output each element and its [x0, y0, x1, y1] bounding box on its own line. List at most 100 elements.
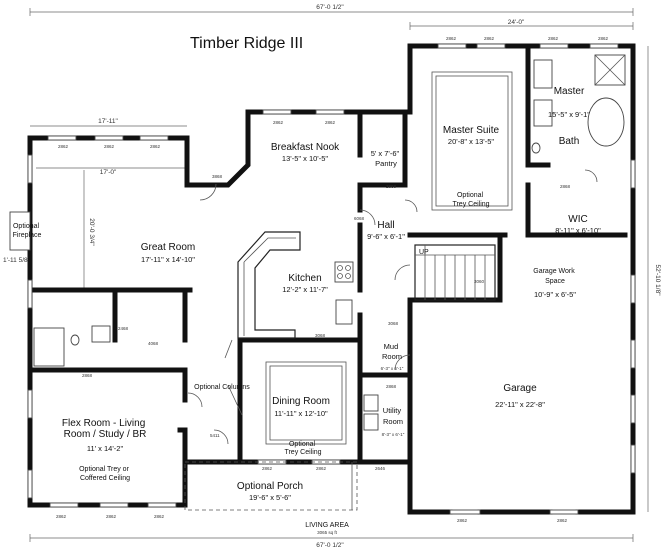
window-code-labels: 2862 2862 2862 2862 2862 2862 2862 2862 …	[56, 36, 609, 523]
flex-line-1: Flex Room - Living	[62, 418, 145, 429]
flex-note-line-2: Coffered Ceiling	[80, 475, 130, 482]
plan-title: Timber Ridge III	[190, 35, 303, 52]
room-hall: Hall	[377, 220, 394, 231]
mud-room-line-1: Mud	[384, 342, 399, 351]
room-porch: Optional Porch	[237, 481, 303, 492]
utility-line-2: Room	[383, 417, 403, 426]
room-flex-size: 11' x 14'-2"	[87, 444, 124, 453]
room-great-room: Great Room	[141, 242, 195, 253]
dim-right-wing: 24'-0"	[508, 19, 525, 26]
dim-overall-bottom: 67'-0 1/2"	[316, 542, 344, 549]
flex-line-2: Room / Study / BR	[64, 429, 147, 440]
window-code: 2862	[56, 514, 67, 519]
room-dining-size: 11'-11" x 12'-10"	[274, 409, 328, 418]
window-code: 2862	[262, 466, 273, 471]
fireplace-line-1: Optional	[13, 223, 40, 230]
window-code: 2862	[457, 518, 468, 523]
room-hall-size: 9'-6" x 6'-1"	[367, 232, 405, 241]
window-code: 3068	[388, 321, 399, 326]
garage-work-line-1: Garage Work	[533, 268, 575, 275]
room-master-suite-size: 20'-8" x 13'-5"	[448, 137, 494, 146]
master-note-line-1: Optional	[457, 192, 484, 199]
dining-note: Optional Trey Ceiling	[284, 441, 321, 456]
room-utility: Utility Room	[383, 406, 403, 426]
master-note-line-2: Trey Ceiling	[452, 201, 489, 208]
window-code: 2868	[386, 384, 397, 389]
window-code: 2862	[325, 120, 336, 125]
window-code: 2868	[82, 373, 93, 378]
dim-great-room-inner: 17'-0"	[100, 169, 117, 176]
window-code: 2862	[316, 466, 327, 471]
stairs-up-label: UP	[419, 249, 429, 256]
optional-columns-note: Optional Columns	[194, 384, 250, 391]
fireplace-line-2: Fireplace	[13, 232, 42, 239]
room-wic: WIC	[568, 214, 587, 225]
window-code: 2862	[557, 518, 568, 523]
window-code: 4068	[148, 341, 159, 346]
window-code: 3068	[315, 333, 326, 338]
window-code: 2868	[560, 184, 571, 189]
window-code: 2868	[386, 184, 397, 189]
room-pantry: 5' x 7'-6" Pantry	[371, 149, 402, 168]
window-code: 2862	[548, 36, 559, 41]
mud-room-line-2: Room	[382, 352, 402, 361]
room-kitchen-size: 12'-2" x 11'-7"	[282, 285, 328, 294]
dim-fireplace-offset: 1'-11 5/8"	[3, 257, 31, 264]
fixtures	[9, 54, 626, 511]
pantry-line-2: Pantry	[375, 159, 397, 168]
living-area-label: LIVING AREA	[305, 522, 349, 529]
dining-note-line-1: Optional	[289, 441, 316, 448]
living-area-value: 3065 sq ft	[317, 530, 338, 535]
dimension-lines: 67'-0 1/2" 24'-0" 17'-11" 17'-0" 20'-0 3…	[3, 4, 661, 549]
room-breakfast-nook-size: 13'-5" x 10'-5"	[282, 154, 328, 163]
pantry-line-1: 5' x 7'-6"	[371, 149, 400, 158]
window-code: 5411	[210, 433, 220, 438]
room-utility-size: 8'-3" x 6'-1"	[382, 432, 405, 437]
master-suite-note: Optional Trey Ceiling	[452, 192, 489, 208]
window-code: 3868	[212, 174, 223, 179]
window-code: 2862	[104, 144, 115, 149]
room-garage-work-size: 10'-9" x 6'-5"	[534, 290, 576, 299]
room-master-suite: Master Suite	[443, 125, 500, 136]
room-garage-size: 22'-11" x 22'-8"	[495, 400, 545, 409]
window-code: 2862	[446, 36, 457, 41]
room-porch-size: 19'-6" x 5'-6"	[249, 493, 291, 502]
room-master-bath-size: 15'-5" x 9'-1"	[548, 110, 590, 119]
room-master-bath-2: Bath	[559, 136, 580, 147]
window-code: 2862	[154, 514, 165, 519]
room-master-bath: Master	[554, 86, 585, 97]
dining-note-line-2: Trey Ceiling	[284, 449, 321, 456]
dim-overall-top: 67'-0 1/2"	[316, 4, 344, 11]
utility-line-1: Utility	[383, 406, 402, 415]
window-code: 2862	[150, 144, 161, 149]
window-code: 2862	[273, 120, 284, 125]
room-garage-work: Garage Work Space	[533, 268, 576, 285]
window-code: 2862	[484, 36, 495, 41]
dim-great-room-outer: 17'-11"	[98, 118, 118, 125]
room-flex: Flex Room - Living Room / Study / BR	[62, 418, 148, 440]
flex-note-line-1: Optional Trey or	[79, 466, 129, 473]
dim-overall-depth: 52'-10 1/8"	[654, 264, 661, 296]
window-code: 2468	[118, 326, 129, 331]
room-garage: Garage	[503, 383, 537, 394]
flex-note: Optional Trey or Coffered Ceiling	[79, 466, 131, 482]
fireplace-note: Optional Fireplace	[13, 223, 42, 239]
garage-work-line-2: Space	[545, 278, 565, 285]
window-code: 2862	[598, 36, 609, 41]
window-code: 3060	[474, 279, 485, 284]
room-great-room-size: 17'-11" x 14'-10"	[141, 255, 195, 264]
room-mud-room: Mud Room	[382, 342, 402, 361]
room-kitchen: Kitchen	[288, 273, 321, 284]
room-mud-room-size: 6'-3" x 6'-1"	[381, 366, 404, 371]
dim-great-room-depth: 20'-0 3/4"	[88, 218, 95, 246]
window-code: 6068	[354, 216, 365, 221]
window-code: 2862	[58, 144, 69, 149]
room-dining: Dining Room	[272, 396, 330, 407]
window-code: 2862	[106, 514, 117, 519]
room-wic-size: 8'-11" x 6'-10"	[555, 226, 601, 235]
room-breakfast-nook: Breakfast Nook	[271, 142, 340, 153]
staircase	[414, 244, 496, 301]
room-labels: Breakfast Nook 13'-5" x 10'-5" 5' x 7'-6…	[13, 86, 602, 535]
window-code: 2646	[375, 466, 386, 471]
